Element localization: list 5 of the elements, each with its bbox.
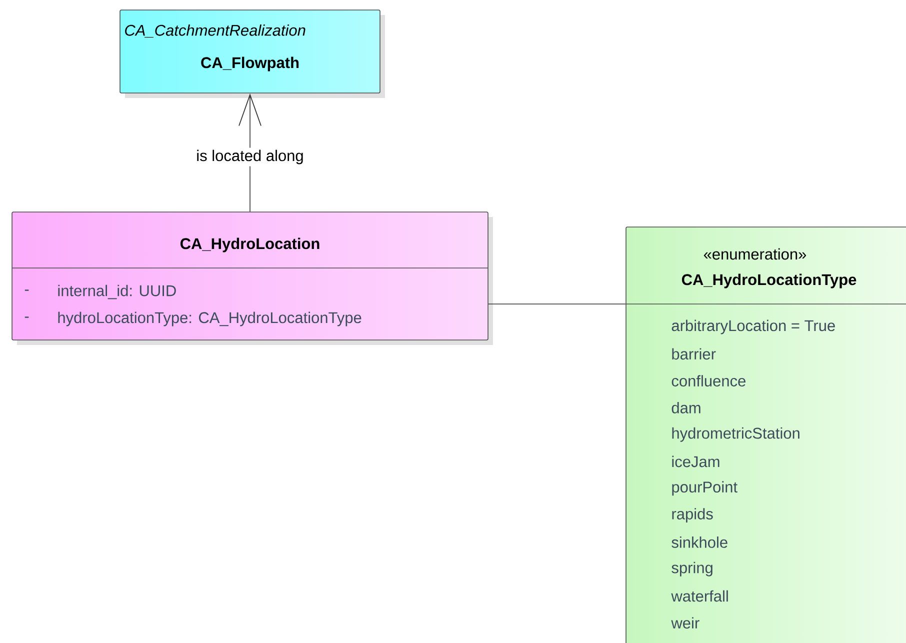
class-box: CA_CatchmentRealization CA_Flowpath <box>120 10 385 98</box>
class-box: CA_HydroLocation - internal_id: UUID - hydroLocationType: CA_HydroLocationType <box>12 212 493 345</box>
association-arrow <box>238 93 262 212</box>
edge-label: is located along <box>194 148 306 166</box>
enumeration-box: «enumeration» CA_HydroLocationType arbitraryLocation = True barrier confluence dam hydrometricStation iceJam pourPoint rapids sinkhole spring waterfall weir <box>626 226 906 643</box>
